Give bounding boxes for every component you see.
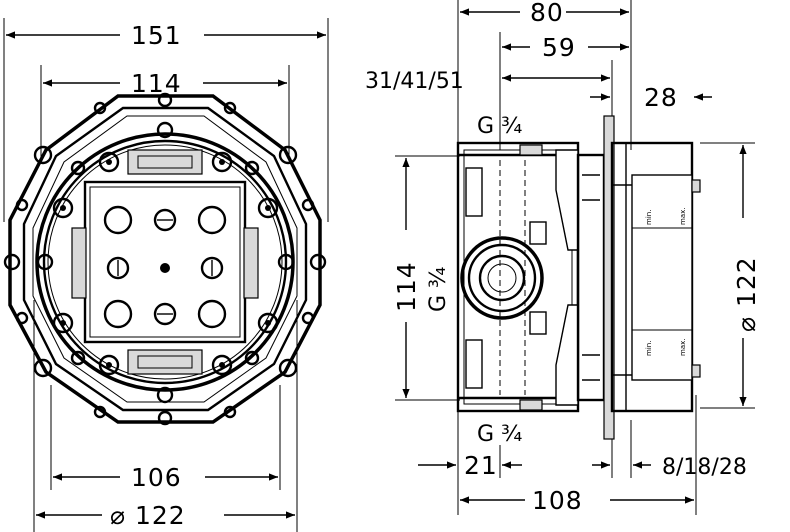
dim-height-114: 114 — [392, 261, 421, 312]
mark-max-lower: max. — [679, 339, 687, 356]
thread-bottom-label: G ¾ — [477, 422, 522, 447]
mark-min-lower: min. — [645, 341, 653, 356]
thread-side-label: G ¾ — [426, 267, 451, 312]
thread-top-label: G ¾ — [477, 114, 522, 139]
dim-variants-bottom: 8/18/28 — [662, 455, 747, 480]
dim-depth-total: 80 — [530, 0, 564, 27]
dim-plate-28: 28 — [644, 83, 678, 112]
valve-body-front — [71, 149, 259, 375]
mark-max-upper: max. — [679, 208, 687, 225]
dim-diameter-122: ⌀ 122 — [732, 256, 761, 332]
dim-bottom-diameter: ⌀ 122 — [110, 501, 186, 530]
port-grid — [103, 205, 227, 329]
front-view: 151 114 106 ⌀ 122 — [3, 18, 329, 532]
dim-inner-width: 114 — [131, 69, 182, 98]
dim-bottom-width: 106 — [131, 463, 182, 492]
dim-depth-variants: 31/41/51 — [365, 69, 464, 94]
dim-overall-width: 151 — [131, 21, 182, 50]
housing-ring — [35, 132, 295, 392]
side-view: 80 59 31/41/51 28 G ¾ G ¾ 114 G ¾ ⌀ 122 … — [365, 0, 761, 515]
dim-depth-59: 59 — [542, 33, 576, 62]
mounting-lugs — [3, 92, 327, 426]
mounting-plate — [576, 115, 701, 440]
mounting-frame — [3, 92, 327, 426]
dim-108: 108 — [532, 486, 583, 515]
mark-min-upper: min. — [645, 210, 653, 225]
depth-markers: min. max. min. max. — [632, 208, 692, 356]
valve-body-side — [456, 141, 580, 413]
dim-21: 21 — [464, 451, 498, 480]
